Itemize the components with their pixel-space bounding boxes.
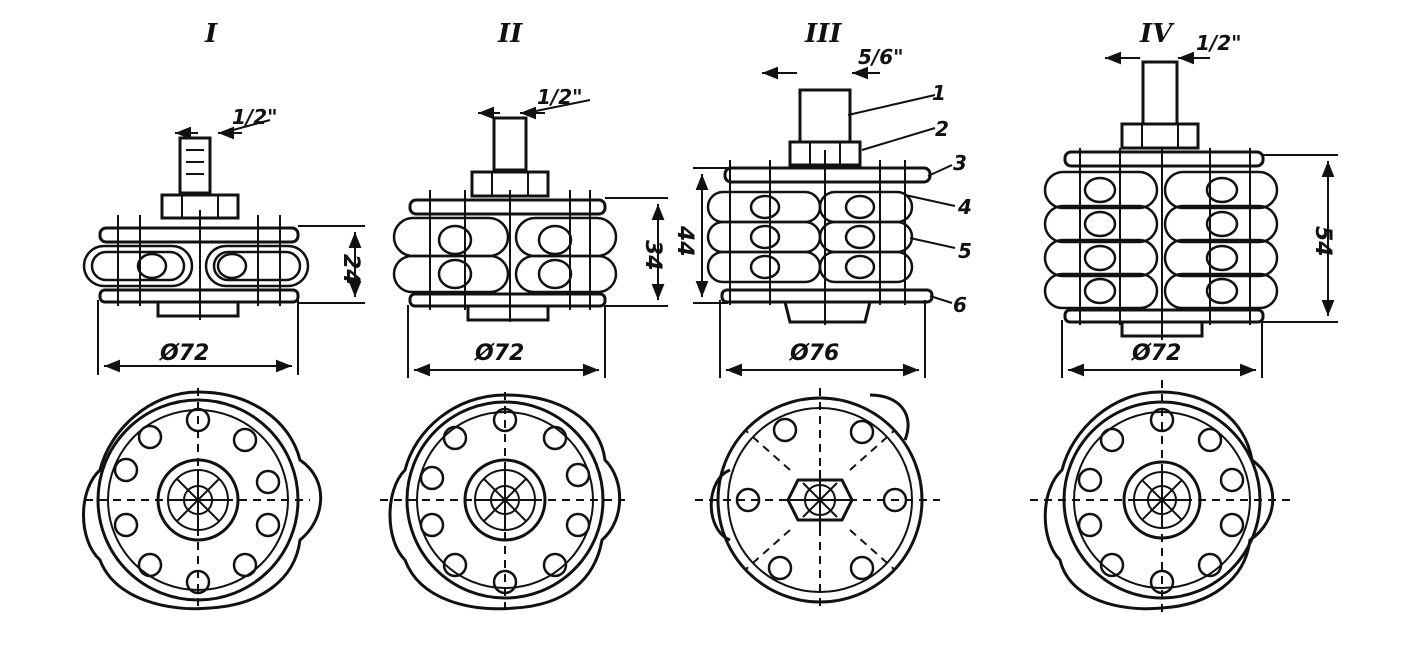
variant-3-top-plate <box>723 166 932 184</box>
variant-2-thread-leader <box>525 99 591 114</box>
callout-6: 6 <box>953 293 967 317</box>
variant-4-coils <box>1043 170 1279 310</box>
variant-3: III 5/6" 44 Ø76 <box>672 19 972 612</box>
variant-2-nut <box>470 170 550 198</box>
variant-1-numeral: I <box>204 19 218 49</box>
variant-4-diameter-label: Ø72 <box>1130 341 1181 366</box>
variant-3-numeral: III <box>804 19 842 49</box>
variant-2-diameter-label: Ø72 <box>473 341 524 366</box>
variant-1-nut <box>160 193 240 220</box>
variant-3-coils <box>706 190 914 284</box>
variant-1-height-label: 24 <box>338 254 363 285</box>
callout-3: 3 <box>953 151 967 175</box>
variant-2-base-nut <box>466 304 550 322</box>
variant-4-plan-view <box>1030 380 1290 612</box>
variant-2-thread-label: 1/2" <box>537 85 583 109</box>
variant-3-height-label: 44 <box>672 225 697 257</box>
variant-2-plan-view <box>380 392 625 612</box>
variant-4-thread-label: 1/2" <box>1196 31 1242 55</box>
variant-2-stud <box>492 116 528 172</box>
variant-4-nut <box>1120 122 1200 150</box>
variant-1-base-nut <box>156 300 240 318</box>
variant-3-nut <box>788 140 862 167</box>
variant-2-height-label: 34 <box>640 240 665 271</box>
variant-3-plan-view <box>695 388 940 612</box>
variant-4-stud <box>1141 60 1179 126</box>
variant-4-top-plate <box>1063 150 1265 168</box>
callout-4: 4 <box>957 195 972 219</box>
variant-3-stud <box>798 88 852 144</box>
variant-1-plan-view <box>82 388 323 612</box>
variant-3-thread-label: 5/6" <box>858 45 904 69</box>
variant-3-diameter-label: Ø76 <box>788 341 839 366</box>
callout-1: 1 <box>932 81 946 105</box>
variant-2: II 1/2" 34 Ø72 <box>380 19 668 612</box>
variant-4: IV 1/2" 54 Ø72 <box>1030 19 1338 612</box>
callout-5: 5 <box>958 239 972 263</box>
callout-2: 2 <box>935 117 949 141</box>
variant-3-bottom-plate <box>720 288 934 304</box>
variant-3-callouts <box>847 94 956 304</box>
variant-2-coils <box>392 216 618 294</box>
variant-1-stud <box>178 136 212 195</box>
variant-1-diameter-label: Ø72 <box>158 341 209 366</box>
variant-4-bottom-plate <box>1063 308 1265 324</box>
variant-2-top-plate <box>408 198 607 216</box>
variant-3-base-nut <box>783 300 872 324</box>
variant-1-thread-leader <box>221 119 271 134</box>
variant-4-height-label: 54 <box>1310 226 1335 257</box>
variant-2-bottom-plate <box>408 292 607 308</box>
variant-1-thread-label: 1/2" <box>232 105 278 129</box>
variant-1: I 1/2" <box>82 19 365 612</box>
variant-2-numeral: II <box>497 19 523 49</box>
variant-4-numeral: IV <box>1139 19 1175 49</box>
